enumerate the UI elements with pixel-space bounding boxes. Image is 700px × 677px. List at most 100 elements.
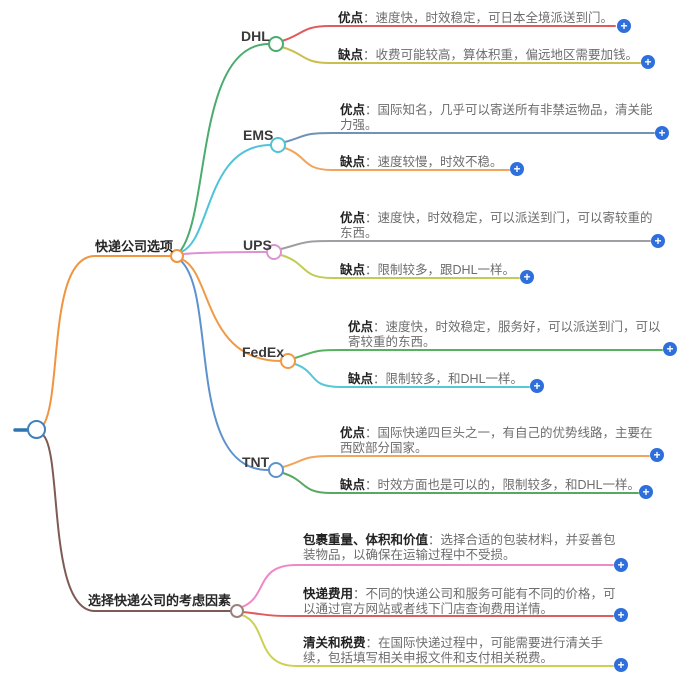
link-ems-pros: [284, 132, 655, 143]
company-tnt-label[interactable]: TNT: [242, 454, 270, 470]
pros-lead-label: 优点: [340, 426, 366, 440]
plus-icon: +: [658, 125, 666, 140]
factors-node-circle[interactable]: [230, 604, 244, 618]
factor-customs-leaf[interactable]: 清关和税费：在国际快递过程中，可能需要进行清关手 续，包括填写相关申报文件和支付…: [303, 636, 603, 666]
fedex-cons-leaf[interactable]: 缺点：限制较多，和DHL一样。: [348, 372, 523, 387]
plus-icon: +: [666, 341, 674, 356]
link-tnt-cons: [282, 472, 639, 494]
expand-button-ems-pros[interactable]: +: [655, 126, 669, 140]
pros-lead-label: 优点: [340, 211, 366, 225]
plus-icon: +: [523, 269, 531, 284]
link-fedex-pros: [294, 349, 663, 359]
plus-icon: +: [617, 657, 625, 672]
factor-lead-label: 清关和税费: [303, 636, 366, 650]
expand-button-ups-pros[interactable]: +: [651, 234, 665, 248]
ems-node-circle[interactable]: [270, 137, 286, 153]
link-tnt-pros: [282, 455, 650, 468]
pros-text: ：国际知名，几乎可以寄送所有非禁运物品，清关能 力强。: [340, 103, 653, 132]
factor-lead-label: 包裹重量、体积和价值: [303, 533, 429, 547]
link-factor-cost: [242, 611, 614, 617]
pros-text: ：速度快，时效稳定，可以派送到门，可以寄较重的 东西。: [340, 211, 653, 240]
tnt-node-circle[interactable]: [268, 462, 284, 478]
link-options-ems: [180, 144, 272, 253]
link-factor-weight: [241, 564, 614, 608]
factor-text: ：不同的快递公司和服务可能有不同的价格，可 以通过官方网站或者线下门店查询费用详…: [303, 587, 616, 616]
link-dhl-cons: [281, 46, 641, 64]
ups-pros-leaf[interactable]: 优点：速度快，时效稳定，可以派送到门，可以寄较重的 东西。: [340, 211, 653, 241]
pros-text: ：速度快，时效稳定，可日本全境派送到门。: [363, 11, 614, 25]
branch-factors-label[interactable]: 选择快递公司的考虑因素: [88, 593, 232, 608]
ups-node-circle[interactable]: [266, 244, 282, 260]
plus-icon: +: [620, 18, 628, 33]
pros-text: ：速度快，时效稳定，服务好，可以派送到门，可以 寄较重的东西。: [348, 320, 661, 349]
link-options-ups: [182, 251, 267, 255]
fedex-pros-leaf[interactable]: 优点：速度快，时效稳定，服务好，可以派送到门，可以 寄较重的东西。: [348, 320, 661, 350]
pros-lead-label: 优点: [340, 103, 366, 117]
link-options-fedex: [180, 258, 282, 362]
pros-lead-label: 优点: [348, 320, 374, 334]
expand-button-dhl-cons[interactable]: +: [641, 55, 655, 69]
cons-lead-label: 缺点: [338, 48, 364, 62]
factor-weight-leaf[interactable]: 包裹重量、体积和价值：选择合适的包装材料，并妥善包 装物品，以确保在运输过程中不…: [303, 533, 616, 563]
cons-lead-label: 缺点: [340, 263, 366, 277]
factor-lead-label: 快递费用: [303, 587, 354, 601]
link-ems-cons: [284, 147, 510, 171]
expand-button-ems-cons[interactable]: +: [510, 162, 524, 176]
pros-lead-label: 优点: [338, 11, 364, 25]
link-options-dhl: [180, 43, 270, 251]
cons-lead-label: 缺点: [340, 478, 366, 492]
link-factor-customs: [241, 614, 614, 667]
expand-button-tnt-cons[interactable]: +: [639, 485, 653, 499]
factor-text: ：在国际快递过程中，可能需要进行清关手 续，包括填写相关申报文件和支付相关税费。: [303, 636, 604, 665]
expand-button-ups-cons[interactable]: +: [520, 270, 534, 284]
factor-text: ：选择合适的包装材料，并妥善包 装物品，以确保在运输过程中不受损。: [303, 533, 616, 562]
company-ems-label[interactable]: EMS: [243, 127, 274, 143]
plus-icon: +: [617, 607, 625, 622]
expand-button-fedex-cons[interactable]: +: [530, 379, 544, 393]
plus-icon: +: [644, 54, 652, 69]
expand-button-factor-cost[interactable]: +: [614, 608, 628, 622]
factor-cost-leaf[interactable]: 快递费用：不同的快递公司和服务可能有不同的价格，可 以通过官方网站或者线下门店查…: [303, 587, 616, 617]
link-ups-pros: [280, 240, 651, 250]
plus-icon: +: [642, 484, 650, 499]
link-ups-cons: [280, 254, 520, 279]
company-ups-label[interactable]: UPS: [243, 237, 272, 253]
dhl-node-circle[interactable]: [268, 36, 284, 52]
ems-cons-leaf[interactable]: 缺点：速度较慢，时效不稳。: [340, 155, 503, 170]
plus-icon: +: [617, 557, 625, 572]
link-fedex-cons: [294, 363, 530, 388]
tnt-cons-leaf[interactable]: 缺点：时效方面也是可以的，限制较多，和DHL一样。: [340, 478, 640, 493]
link-root-factors: [43, 435, 231, 612]
cons-lead-label: 缺点: [340, 155, 366, 169]
ems-pros-leaf[interactable]: 优点：国际知名，几乎可以寄送所有非禁运物品，清关能 力强。: [340, 103, 653, 133]
cons-text: ：速度较慢，时效不稳。: [365, 155, 503, 169]
link-options-tnt: [179, 259, 269, 471]
options-node-circle[interactable]: [170, 249, 184, 263]
expand-button-dhl-pros[interactable]: +: [617, 19, 631, 33]
expand-button-factor-weight[interactable]: +: [614, 558, 628, 572]
plus-icon: +: [653, 447, 661, 462]
plus-icon: +: [513, 161, 521, 176]
branch-options-label[interactable]: 快递公司选项: [95, 239, 174, 254]
link-root-options: [43, 255, 172, 425]
expand-button-factor-customs[interactable]: +: [614, 658, 628, 672]
expand-button-fedex-pros[interactable]: +: [663, 342, 677, 356]
plus-icon: +: [533, 378, 541, 393]
pros-text: ：国际快递四巨头之一，有自己的优势线路，主要在 西欧部分国家。: [340, 426, 653, 455]
root-node[interactable]: [27, 420, 46, 439]
cons-text: ：时效方面也是可以的，限制较多，和DHL一样。: [365, 478, 641, 492]
dhl-pros-leaf[interactable]: 优点：速度快，时效稳定，可日本全境派送到门。: [338, 11, 613, 26]
tnt-pros-leaf[interactable]: 优点：国际快递四巨头之一，有自己的优势线路，主要在 西欧部分国家。: [340, 426, 653, 456]
dhl-cons-leaf[interactable]: 缺点：收费可能较高，算体积重，偏远地区需要加钱。: [338, 48, 638, 63]
ups-cons-leaf[interactable]: 缺点：限制较多，跟DHL一样。: [340, 263, 515, 278]
cons-text: ：收费可能较高，算体积重，偏远地区需要加钱。: [363, 48, 639, 62]
plus-icon: +: [654, 233, 662, 248]
cons-lead-label: 缺点: [348, 372, 374, 386]
link-dhl-pros: [281, 25, 616, 42]
company-dhl-label[interactable]: DHL: [241, 28, 270, 44]
company-fedex-label[interactable]: FedEx: [242, 344, 285, 360]
expand-button-tnt-pros[interactable]: +: [650, 448, 664, 462]
fedex-node-circle[interactable]: [280, 353, 296, 369]
